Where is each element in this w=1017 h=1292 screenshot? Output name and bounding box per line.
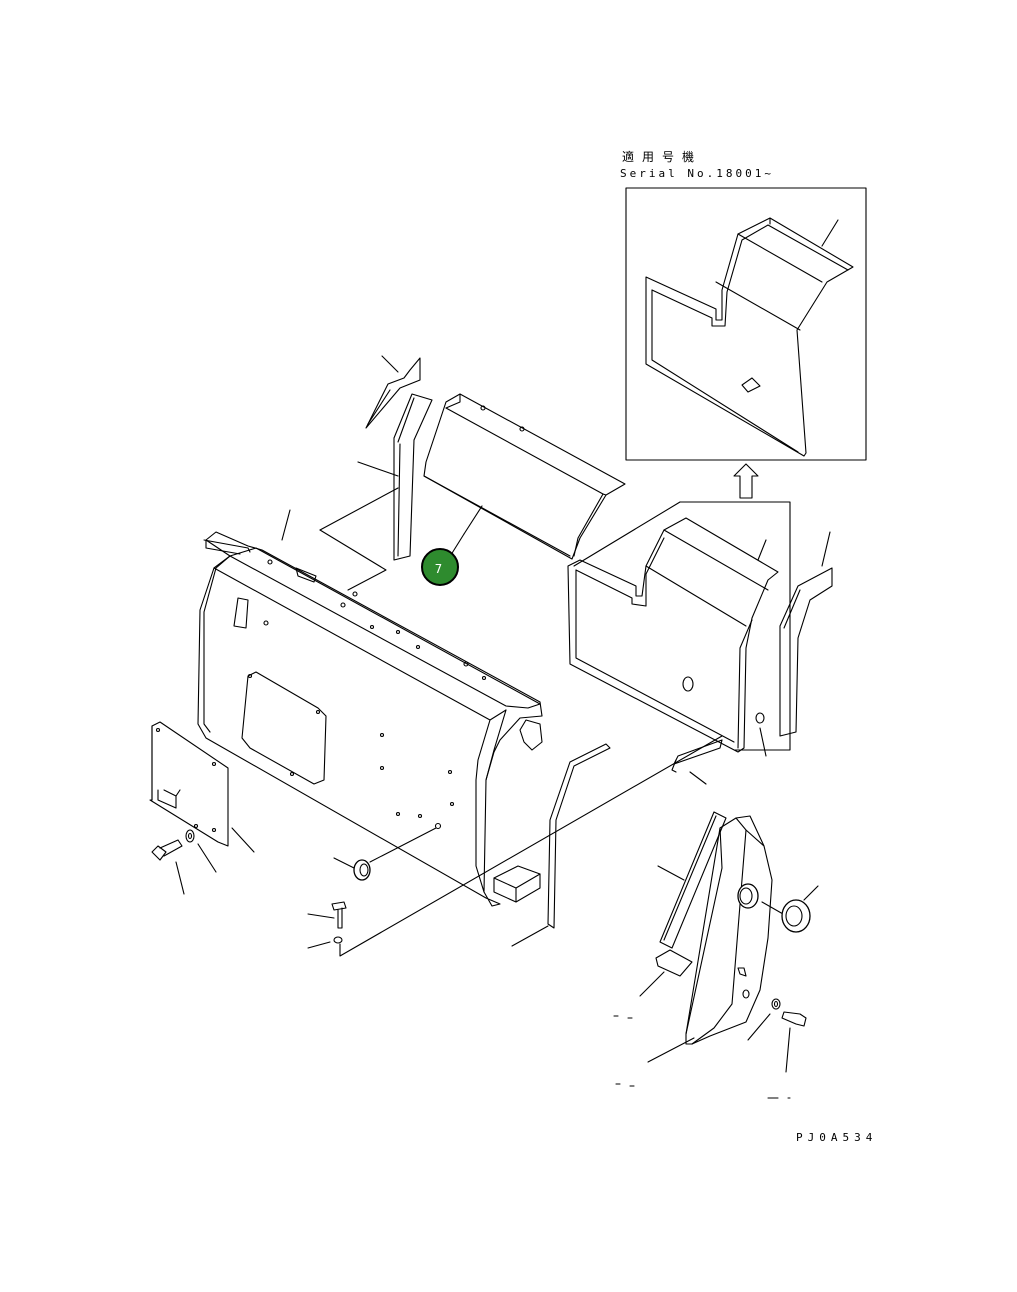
- bolt-right: [747, 998, 807, 1073]
- bolt-center: [307, 735, 723, 957]
- grommet-right: [781, 885, 819, 933]
- small-bracket: [365, 355, 421, 429]
- pin: [671, 739, 723, 785]
- lower-left-plate: [149, 721, 255, 853]
- tick-marks: [615, 1083, 635, 1087]
- callout-number: 7: [434, 562, 443, 576]
- tick-marks: [613, 1015, 633, 1019]
- leader-line: [319, 529, 387, 591]
- callout-marker-7[interactable]: 7: [421, 548, 459, 586]
- bolt-left: [151, 829, 217, 895]
- arrow-up-icon: [733, 463, 759, 499]
- top-cover-plate: [423, 393, 626, 560]
- drawing-code: PJ0A534: [796, 1131, 878, 1144]
- side-frame-bracket: [647, 815, 791, 1063]
- main-cover-housing: [197, 509, 543, 907]
- serial-applicability-label-en: Serial No.18001~: [620, 167, 774, 180]
- gasket-strip: [657, 811, 727, 949]
- long-seal-strip: [511, 743, 611, 947]
- pad-block: [639, 949, 693, 997]
- right-side-strip: [779, 531, 833, 737]
- leader-line: [319, 487, 399, 531]
- grommet-center: [333, 827, 437, 881]
- serial-applicability-label-ja: 適用号機: [622, 150, 703, 164]
- left-side-strip: [357, 393, 433, 561]
- right-panel: [567, 517, 779, 757]
- leader-bracket: [679, 501, 791, 751]
- inset-panel-variant: [625, 187, 867, 461]
- leader-line: [573, 501, 681, 567]
